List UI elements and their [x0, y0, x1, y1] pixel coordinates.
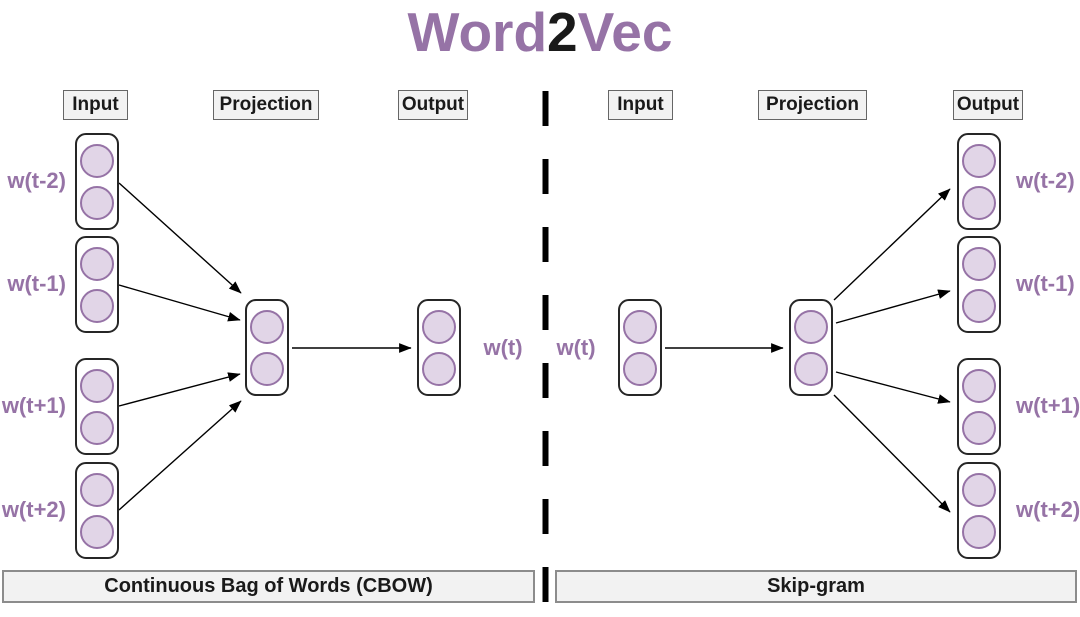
- skipgram-input-node: [618, 299, 662, 396]
- neuron-circle: [80, 410, 114, 445]
- neuron-circle: [962, 185, 996, 220]
- neuron-circle: [962, 143, 996, 178]
- neuron-circle: [80, 185, 114, 220]
- neuron-circle: [80, 143, 114, 178]
- cbow-input-label-wt+2: w(t+2): [1, 497, 66, 522]
- cbow-projection-node: [245, 299, 289, 396]
- title-word: Word: [407, 1, 548, 63]
- cbow-arrow-from-wt-1: [118, 284, 241, 322]
- skipgram-arrow-to-wt+1: [835, 371, 951, 404]
- neuron-circle: [422, 351, 456, 386]
- neuron-circle: [962, 410, 996, 445]
- skipgram-output-label-wt+1: w(t+1): [1016, 393, 1080, 418]
- neuron-circle: [250, 309, 284, 344]
- cbow-input-node-wt+2: [75, 462, 119, 559]
- neuron-circle: [623, 309, 657, 344]
- cbow-input-node-wt+1: [75, 358, 119, 455]
- cbow-arrow-from-wt+2: [118, 400, 242, 511]
- neuron-circle: [80, 288, 114, 323]
- skipgram-header-projection: Projection: [758, 90, 867, 120]
- neuron-circle: [80, 246, 114, 281]
- neuron-circle: [962, 288, 996, 323]
- neuron-circle: [962, 246, 996, 281]
- neuron-circle: [623, 351, 657, 386]
- cbow-output-label-wt: w(t): [483, 335, 523, 360]
- neuron-circle: [250, 351, 284, 386]
- neuron-circle: [80, 368, 114, 403]
- skipgram-arrow-to-wt+2: [833, 394, 951, 513]
- cbow-input-label-wt+1: w(t+1): [1, 393, 66, 418]
- skipgram-output-label-wt+2: w(t+2): [1016, 497, 1080, 522]
- title-vec: Vec: [577, 1, 673, 63]
- cbow-header-input: Input: [63, 90, 128, 120]
- skipgram-caption: Skip-gram: [555, 570, 1077, 603]
- skipgram-output-node-wt-2: [957, 133, 1001, 230]
- skipgram-header-input: Input: [608, 90, 673, 120]
- neuron-circle: [80, 514, 114, 549]
- cbow-arrow-from-wt-2: [118, 182, 242, 294]
- skipgram-output-node-wt-1: [957, 236, 1001, 333]
- skipgram-header-output: Output: [953, 90, 1023, 120]
- neuron-circle: [80, 472, 114, 507]
- cbow-input-label-wt-1: w(t-1): [7, 271, 66, 296]
- title-two: 2: [547, 1, 578, 63]
- skipgram-output-label-wt-1: w(t-1): [1016, 271, 1075, 296]
- neuron-circle: [794, 309, 828, 344]
- cbow-input-label-wt-2: w(t-2): [7, 168, 66, 193]
- skipgram-arrow-to-wt-1: [835, 289, 951, 324]
- cbow-input-node-wt-2: [75, 133, 119, 230]
- skipgram-output-node-wt+1: [957, 358, 1001, 455]
- cbow-caption: Continuous Bag of Words (CBOW): [2, 570, 535, 603]
- skipgram-output-node-wt+2: [957, 462, 1001, 559]
- neuron-circle: [422, 309, 456, 344]
- cbow-arrow-from-wt+1: [118, 372, 241, 407]
- neuron-circle: [962, 472, 996, 507]
- cbow-input-node-wt-1: [75, 236, 119, 333]
- skipgram-projection-node: [789, 299, 833, 396]
- neuron-circle: [962, 368, 996, 403]
- skipgram-output-label-wt-2: w(t-2): [1016, 168, 1075, 193]
- skipgram-arrow-to-wt-2: [833, 188, 951, 301]
- cbow-header-projection: Projection: [213, 90, 319, 120]
- neuron-circle: [962, 514, 996, 549]
- neuron-circle: [794, 351, 828, 386]
- cbow-output-node: [417, 299, 461, 396]
- cbow-header-output: Output: [398, 90, 468, 120]
- skipgram-input-label-wt: w(t): [556, 335, 596, 360]
